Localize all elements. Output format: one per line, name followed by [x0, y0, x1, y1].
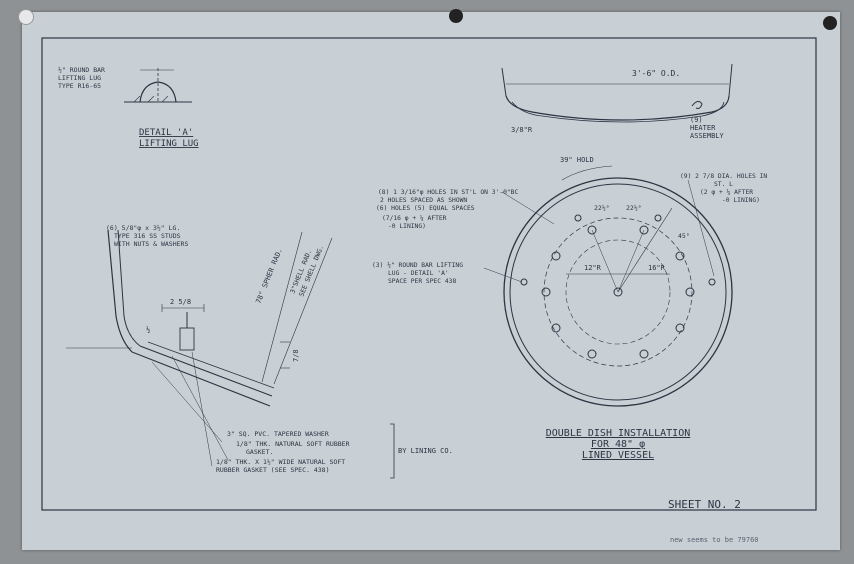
- plan-note-right-4: -0 LINING): [722, 197, 760, 204]
- detail-a-drawing: [124, 68, 192, 103]
- heater-callout-2: HEATER: [690, 124, 716, 132]
- note-strip-1: 1/8" THK. X 1½" WIDE NATURAL SOFT: [216, 458, 345, 466]
- heater-callout-1: (9): [690, 116, 703, 124]
- pushpin-white: [18, 9, 34, 25]
- note-gasket-1: 1/8" THK. NATURAL SOFT RUBBER: [236, 440, 350, 448]
- detail-a-callout-3: TYPE R16-65: [58, 82, 101, 90]
- plan-note-right-3: (2 φ + ¼ AFTER: [700, 188, 753, 196]
- plan-note-right-2: ST. L: [714, 181, 733, 188]
- blueprint-sheet: ½" ROUND BAR LIFTING LUG TYPE R16-65 DET…: [22, 12, 840, 550]
- plan-note-left-5: -0 LINING): [388, 223, 426, 230]
- detail-a-title: DETAIL 'A': [139, 128, 193, 138]
- sheet-border: [41, 37, 817, 511]
- plan-note-left-3: (6) HOLES (5) EQUAL SPACES: [376, 205, 475, 212]
- by-lining-note: BY LINING CO.: [398, 447, 453, 455]
- detail-a-callout-1: ½" ROUND BAR: [58, 66, 105, 74]
- pushpin-black-right: [823, 16, 837, 30]
- radius-12: 12"R: [584, 264, 602, 272]
- dim-2-5-8: 2 5/8: [170, 298, 191, 306]
- dim-7-8: 7/8: [292, 349, 300, 362]
- title-line-2: FOR 48" φ: [591, 439, 645, 450]
- sheet-number: SHEET NO. 2: [668, 498, 741, 511]
- lug-note-2: LUG - DETAIL 'A': [388, 270, 449, 277]
- plan-note-left-4: (7/16 φ + ¼ AFTER: [382, 214, 447, 222]
- lug-note-3: SPACE PER SPEC 438: [388, 278, 456, 285]
- note-gasket-2: GASKET.: [246, 448, 273, 456]
- title-line-3: LINED VESSEL: [582, 450, 654, 461]
- radius-16: 16"R: [648, 264, 666, 272]
- pushpin-black-center: [449, 9, 463, 23]
- plan-note-right-1: (9) 2 7/8 DIA. HOLES IN: [680, 173, 767, 180]
- flange-plan-view: [483, 165, 733, 407]
- stud-note-1: (6) 5/8"φ x 3½" LG.: [106, 224, 180, 232]
- lug-note-1: (3) ½" ROUND BAR LIFTING: [372, 261, 463, 269]
- angle-label-2: 22½°: [626, 204, 642, 212]
- drawing-canvas: ½" ROUND BAR LIFTING LUG TYPE R16-65 DET…: [41, 37, 817, 544]
- section-detail-drawing: [66, 229, 395, 479]
- dim-half: ½: [146, 326, 150, 334]
- stud-note-3: WITH NUTS & WASHERS: [114, 240, 188, 248]
- angle-label-1: 22½°: [594, 204, 610, 212]
- plan-note-left-2: 2 HOLES SPACED AS SHOWN: [380, 197, 467, 204]
- stud-note-2: TYPE 316 SS STUDS: [114, 232, 181, 240]
- vessel-dish-profile: [501, 63, 733, 123]
- pencil-note: new seems to be 79760: [670, 536, 759, 544]
- angle-label-3: 45°: [678, 232, 690, 240]
- title-line-1: DOUBLE DISH INSTALLATION: [546, 428, 691, 439]
- note-washer: 3" SQ. PVC. TAPERED WASHER: [227, 430, 329, 438]
- hold-label: 39" HOLD: [560, 156, 594, 164]
- detail-a-subtitle: LIFTING LUG: [139, 139, 199, 149]
- detail-a-callout-2: LIFTING LUG: [58, 74, 101, 82]
- od-label: 3'-6" O.D.: [632, 69, 680, 78]
- radius-label: 3/8"R: [511, 126, 533, 134]
- note-strip-2: RUBBER GASKET (SEE SPEC. 438): [216, 466, 330, 474]
- plan-note-left-1: (8) 1 3/16"φ HOLES IN ST'L ON 3'-0"BC: [378, 189, 518, 196]
- heater-callout-3: ASSEMBLY: [690, 132, 725, 140]
- dim-78-sphere: 78" SPHER RAD.: [254, 247, 284, 305]
